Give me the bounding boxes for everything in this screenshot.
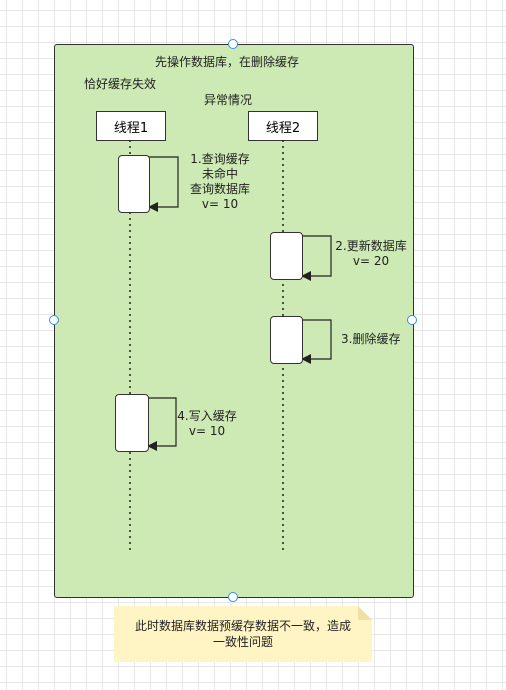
resize-handle-right[interactable] — [407, 315, 417, 325]
activation-bar-2[interactable] — [270, 232, 303, 280]
note-line: 此时数据库数据预缓存数据不一致，造成 — [134, 619, 351, 633]
activation-bar-4[interactable] — [115, 394, 149, 452]
lifeline-thread-2[interactable]: 线程2 — [248, 111, 318, 141]
resize-handle-top[interactable] — [228, 39, 238, 49]
step-text: 4.写入缓存 — [177, 409, 237, 423]
note-line: 一致性问题 — [212, 635, 273, 649]
step-text: v= 20 — [352, 254, 390, 268]
step-text: 2.更新数据库 — [335, 239, 407, 253]
resize-handle-bottom[interactable] — [228, 592, 238, 602]
diagram-subtitle: 恰好缓存失效 — [84, 77, 157, 91]
step-text: v= 10 — [201, 197, 239, 211]
lifeline-label: 线程1 — [113, 120, 149, 136]
lifeline-label: 线程2 — [265, 120, 301, 136]
step-text: v= 10 — [188, 424, 226, 438]
case-label: 异常情况 — [204, 93, 253, 107]
step-3-label: 3.删除缓存 — [341, 332, 400, 347]
activation-bar-1[interactable] — [118, 155, 150, 213]
sticky-note-text: 此时数据库数据预缓存数据不一致，造成 一致性问题 — [114, 618, 372, 650]
self-message-arrow-1 — [148, 156, 179, 212]
step-4-label: 4.写入缓存 v= 10 — [172, 409, 242, 439]
resize-handle-left[interactable] — [49, 315, 59, 325]
lifeline-thread-1[interactable]: 线程1 — [96, 111, 166, 141]
step-1-label: 1.查询缓存 未命中 查询数据库 v= 10 — [180, 152, 260, 212]
step-text: 未命中 — [201, 167, 238, 181]
activation-bar-3[interactable] — [270, 316, 303, 364]
step-2-label: 2.更新数据库 v= 20 — [333, 239, 409, 269]
self-message-arrow-2 — [301, 235, 332, 281]
self-message-arrow-3 — [301, 319, 332, 364]
self-message-arrow-4 — [147, 397, 177, 451]
sticky-note[interactable] — [114, 606, 372, 662]
step-text: 1.查询缓存 — [190, 152, 250, 166]
diagram-title: 先操作数据库，在删除缓存 — [155, 55, 300, 69]
step-text: 3.删除缓存 — [341, 332, 401, 346]
step-text: 查询数据库 — [189, 182, 250, 196]
